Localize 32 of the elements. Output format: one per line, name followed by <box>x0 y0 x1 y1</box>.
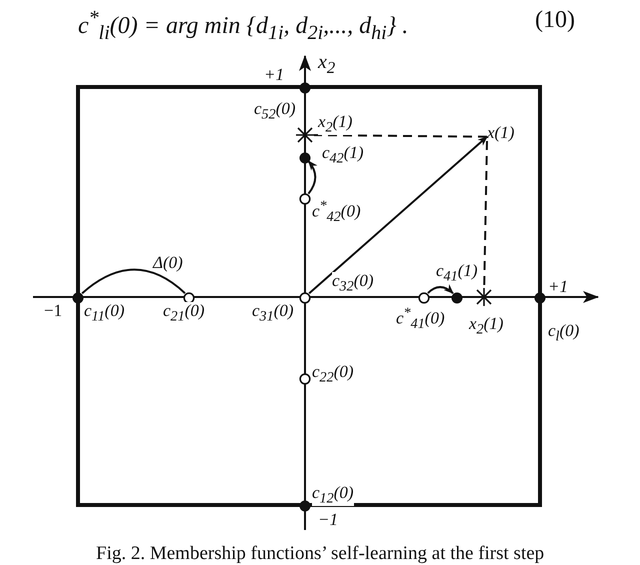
star-marker <box>295 125 315 145</box>
arc <box>81 268 186 294</box>
point-label: c$_{32}$(0) <box>332 272 374 294</box>
edge-label: Δ(0) <box>153 254 183 271</box>
point-label: x$_{2}$(1) <box>318 113 352 135</box>
point-label: c$_{31}$(0) <box>252 302 294 324</box>
formula: c$^{*}$$_{li}$(0) = arg min {d$_{1i}$, d$_{2i}$,..., d$_{hi}$} . <box>78 8 408 43</box>
point-label: c$_{52}$(0) <box>254 100 296 122</box>
filled-point-marker <box>72 291 84 303</box>
filled-point-marker <box>299 81 311 93</box>
star-marker <box>474 287 494 307</box>
axis-label: x$_{2}$ <box>318 52 336 77</box>
dashed-projection-line <box>314 134 488 138</box>
filled-point-marker <box>299 499 311 511</box>
point-label: c$_{12}$(0) <box>312 484 354 506</box>
filled-point-marker <box>299 151 311 163</box>
figure-caption: Fig. 2. Membership functions’ self-learning at the first step <box>96 544 544 563</box>
open-point-marker <box>418 291 430 303</box>
point-label: x(1) <box>487 124 514 141</box>
point-label: +1 <box>548 278 568 295</box>
curved-arrow <box>427 284 454 294</box>
equation-number: (10) <box>535 8 575 32</box>
point-label: +1 <box>264 66 284 83</box>
filled-point-marker <box>451 291 463 303</box>
axis-tick-label: −1 <box>44 302 62 319</box>
filled-point-marker <box>534 291 546 303</box>
point-label: −1 <box>318 511 338 528</box>
arrow <box>308 136 488 294</box>
curved-arrow <box>308 160 318 194</box>
open-point-marker <box>299 372 311 384</box>
open-point-marker <box>299 291 311 303</box>
open-point-marker <box>299 192 311 204</box>
